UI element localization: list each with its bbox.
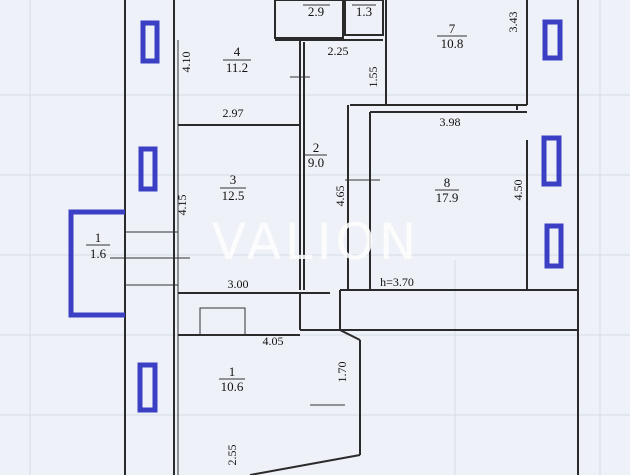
dim-room8-width: 3.98 [440, 115, 461, 129]
window-marker [541, 135, 562, 187]
window-marker [137, 362, 158, 413]
room-2-number: 2 [313, 140, 320, 155]
dim-room1-lower: 2.55 [225, 445, 239, 466]
room-1-number: 1 [229, 364, 236, 379]
dimension-labels: 4.10 2.97 2.25 1.55 3.43 3.98 4.50 4.65 … [175, 12, 525, 466]
walls [110, 0, 579, 475]
dim-hall-door: 1.55 [366, 67, 380, 88]
room-5-area: 2.9 [308, 4, 324, 19]
room-4-area: 11.2 [226, 60, 248, 75]
balcony-marker [68, 209, 125, 318]
window-marker [542, 19, 563, 61]
room-8-area: 17.9 [436, 190, 459, 205]
dim-room3-width: 3.00 [228, 277, 249, 291]
room-2-area: 9.0 [308, 155, 324, 170]
window-marker [544, 223, 564, 269]
watermark: VALION [212, 213, 421, 271]
dim-room7-height: 3.43 [506, 12, 520, 33]
dim-corridor-length: 4.65 [333, 186, 347, 207]
window-markers [68, 19, 564, 413]
room-6-area: 1.3 [356, 4, 372, 19]
dim-room8-height: 4.50 [511, 180, 525, 201]
room-4-number: 4 [234, 44, 241, 59]
dim-hall-width: 2.25 [328, 44, 349, 58]
dim-room4-width: 2.97 [223, 106, 244, 120]
dim-ceiling-height: h=3.70 [380, 275, 414, 289]
balcony-number: 1 [95, 230, 102, 245]
dim-room1-depth: 1.70 [335, 362, 349, 383]
room-8-number: 8 [444, 175, 451, 190]
room-7-number: 7 [449, 21, 456, 36]
dim-room4-height: 4.10 [179, 52, 193, 73]
balcony-area: 1.6 [90, 246, 107, 261]
window-marker [138, 146, 158, 192]
room-labels: 4 11.2 2.9 1.3 7 10.8 2 9.0 3 12.5 8 17.… [86, 4, 467, 394]
room-7-area: 10.8 [441, 36, 464, 51]
room-3-number: 3 [230, 172, 237, 187]
window-marker [140, 20, 160, 64]
dim-room1-width: 4.05 [263, 334, 284, 348]
dim-room3-height: 4.15 [175, 195, 189, 216]
room-3-area: 12.5 [222, 188, 245, 203]
room-1-area: 10.6 [221, 379, 244, 394]
